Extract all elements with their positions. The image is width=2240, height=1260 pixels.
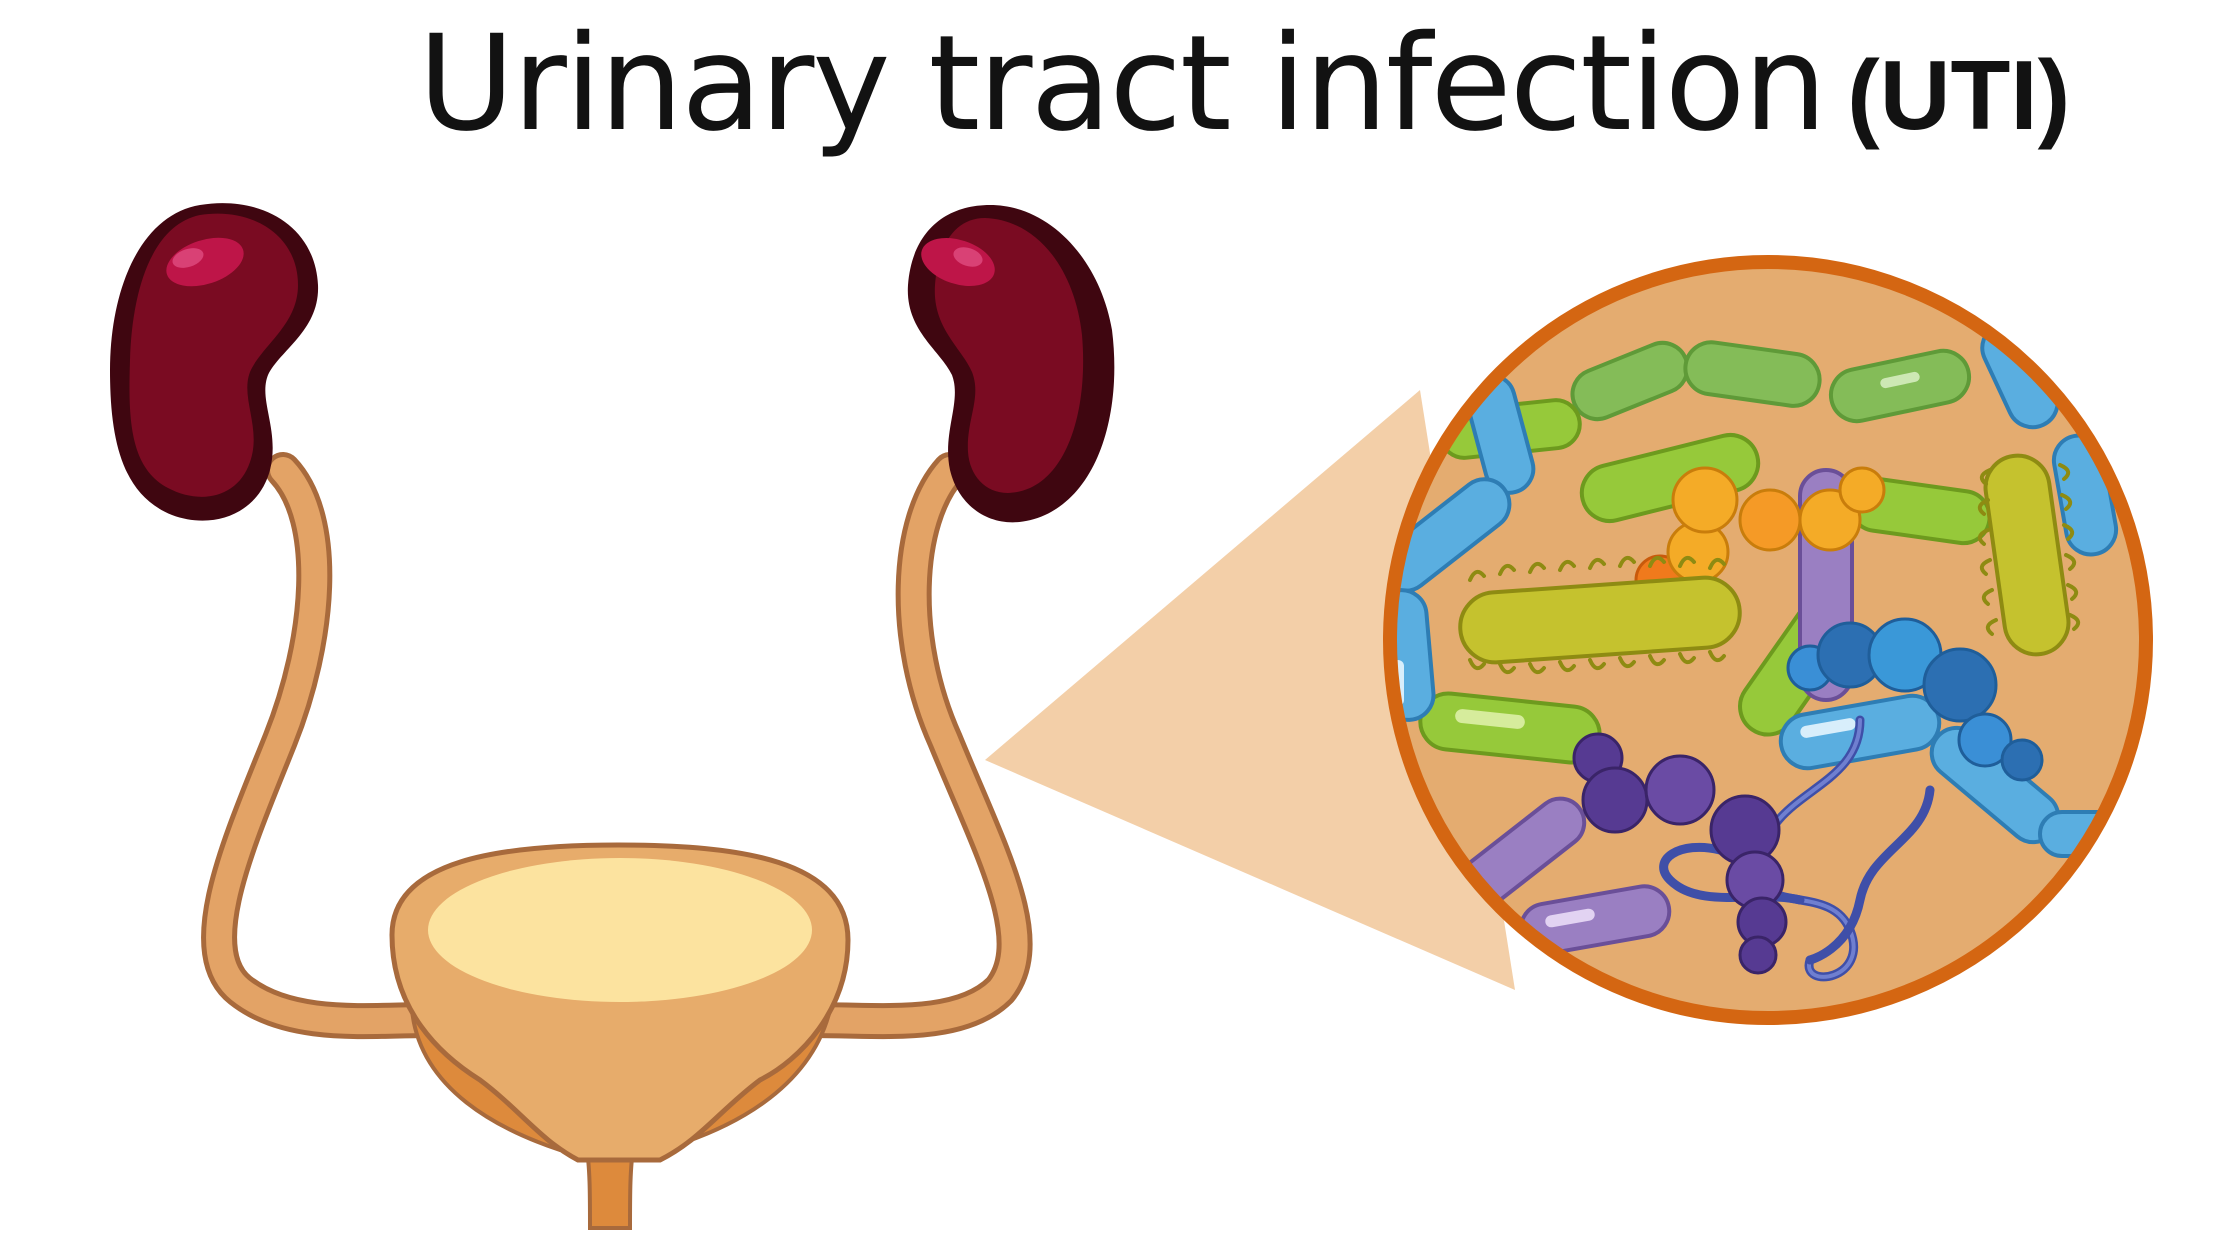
yellow-bacterium xyxy=(1458,555,1742,675)
left-kidney-icon xyxy=(110,203,319,521)
magnifier-circle-icon xyxy=(1383,255,2153,1025)
magnifier-cone xyxy=(985,390,1515,990)
title-abbreviation: (UTI) xyxy=(1847,40,2071,150)
right-ureter xyxy=(792,452,1033,1040)
yellow-bacterium-right xyxy=(1977,453,2081,657)
page-title: Urinary tract infection(UTI) xyxy=(418,18,2070,150)
bladder-icon xyxy=(389,842,851,1230)
left-ureter xyxy=(201,452,448,1040)
bacteria-cluster xyxy=(1390,320,2132,982)
title-main: Urinary tract infection xyxy=(418,7,1827,161)
right-kidney-icon xyxy=(907,205,1115,523)
